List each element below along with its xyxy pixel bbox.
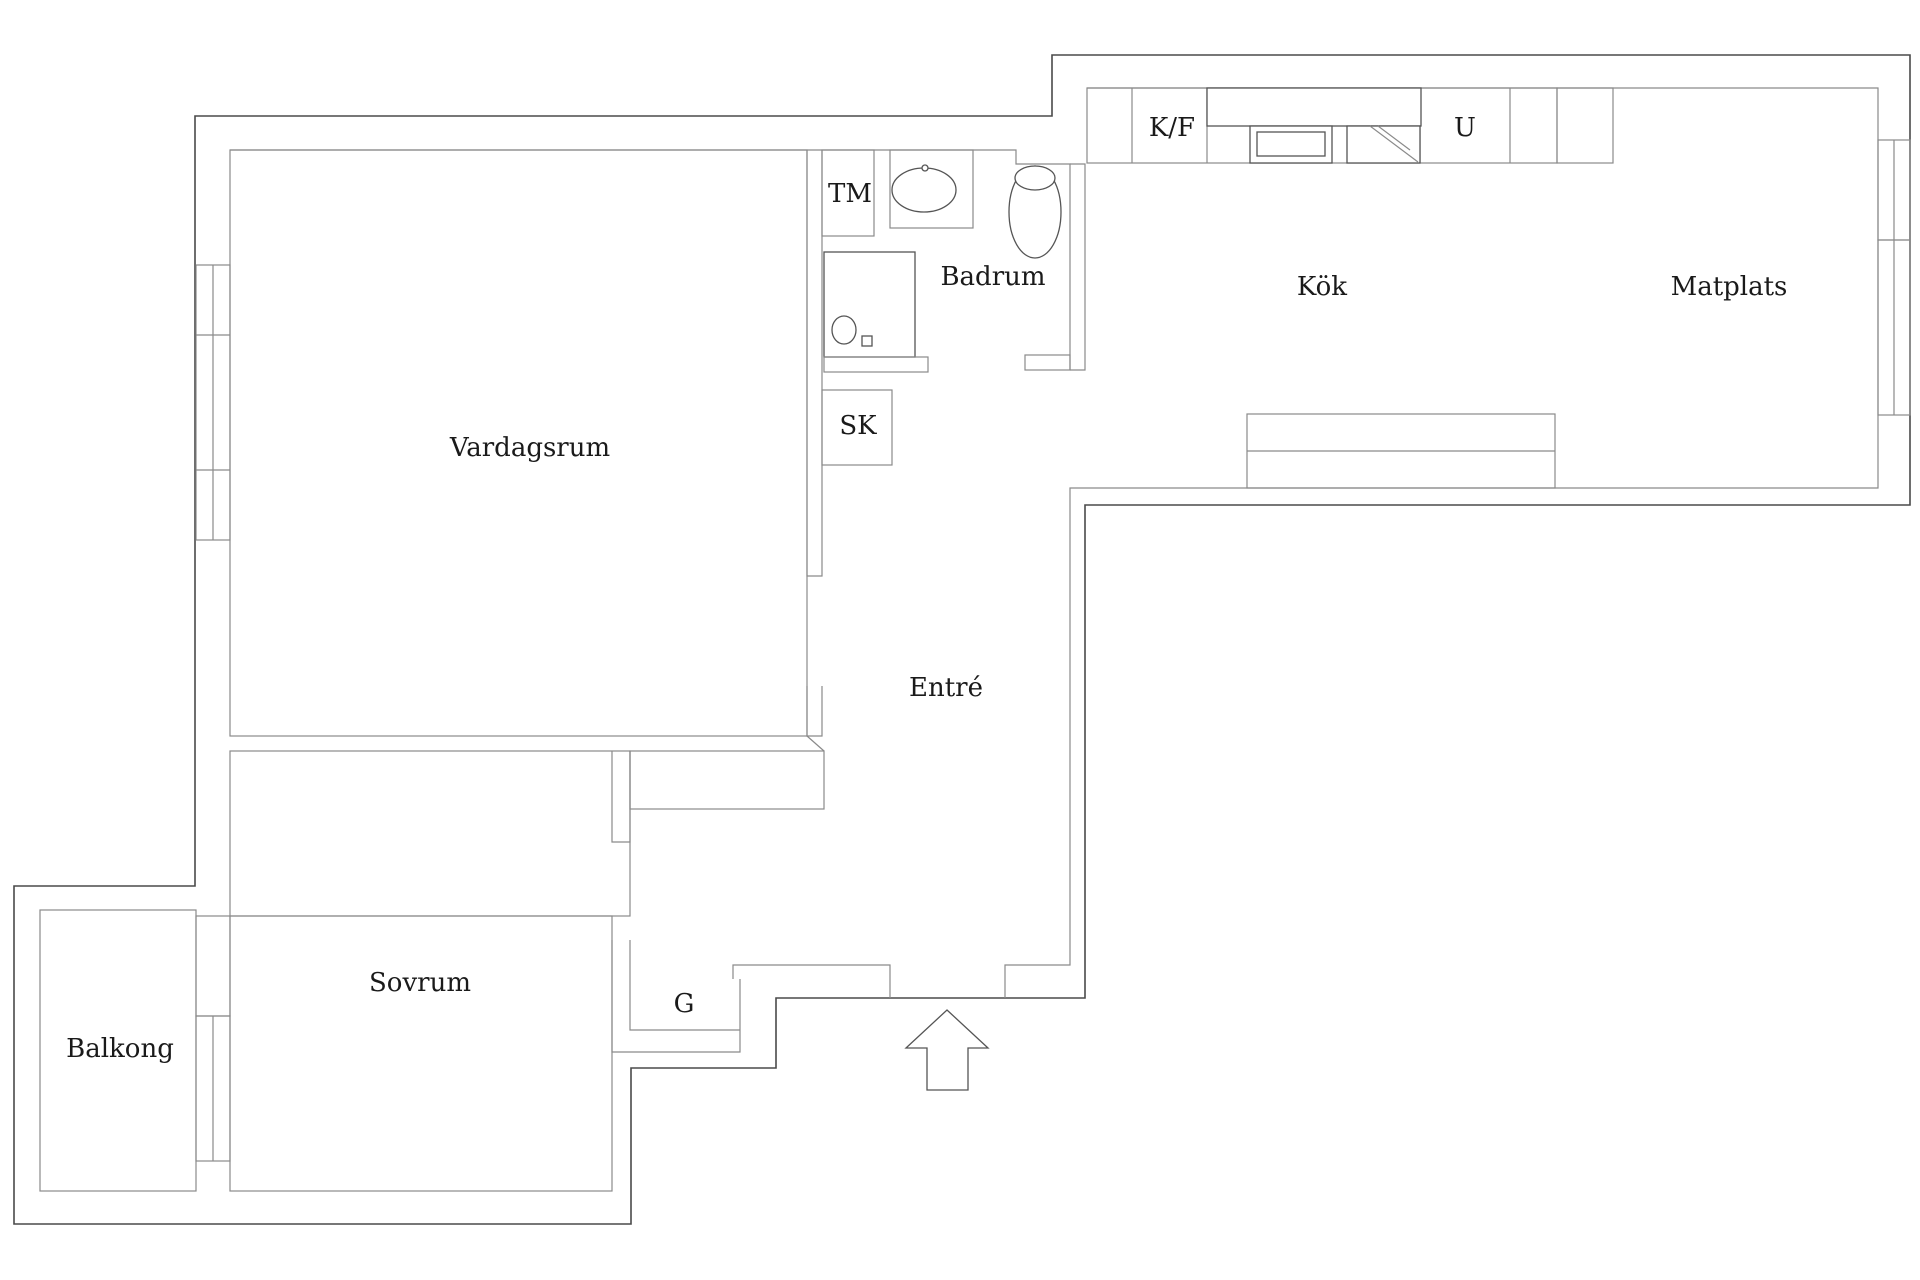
bathroom [821,149,1086,466]
shower-drain-icon [831,315,857,345]
bedroom-walls [39,909,741,1192]
room-label-entre: Entré [909,673,983,703]
fixture-labels: TM SK K/F U G [674,113,1476,1019]
fixture-label-sk: SK [839,411,877,441]
hall-walls [229,735,825,917]
fixture-label-tm: TM [828,179,872,209]
room-label-sovrum: Sovrum [369,968,471,998]
entrance-arrow-icon [904,1009,990,1091]
fixture-label-kf: K/F [1149,113,1195,143]
room-label-vardagsrum: Vardagsrum [449,433,610,463]
room-label-matplats: Matplats [1671,272,1788,302]
room-labels: Vardagsrum Entré Badrum Kök Matplats Sov… [66,262,1787,1064]
dishwasher-icon [1346,125,1421,164]
room-label-kok: Kök [1297,272,1347,302]
faucet-icon [921,164,929,172]
sink-icon [891,167,957,213]
room-label-badrum: Badrum [940,262,1045,292]
range-hood-icon [1206,87,1422,127]
fixture-label-u: U [1454,113,1476,143]
room-label-balkong: Balkong [66,1034,174,1064]
living-room-walls [195,149,823,737]
fixture-label-g: G [674,989,695,1019]
kitchen [1086,87,1911,489]
